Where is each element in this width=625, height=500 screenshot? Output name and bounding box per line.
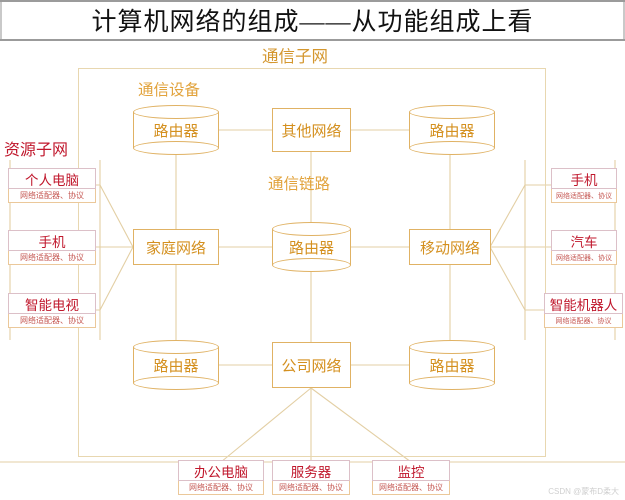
- cylinder-bottom: [409, 141, 495, 155]
- node-label: 路由器: [153, 358, 199, 375]
- host-mobile-phone-left[interactable]: 手机 网络适配器、协议: [8, 230, 96, 265]
- node-label: 路由器: [153, 123, 199, 140]
- node-router-top-left[interactable]: 路由器: [133, 105, 219, 155]
- node-router-top-right[interactable]: 路由器: [409, 105, 495, 155]
- host-name: 监控: [372, 460, 450, 481]
- cylinder-top: [409, 105, 495, 119]
- cylinder-bottom: [272, 258, 351, 272]
- title-frame-right-edge: [623, 2, 625, 39]
- node-home-network[interactable]: 家庭网络: [133, 229, 219, 265]
- cylinder-top: [409, 340, 495, 354]
- cylinder-bottom: [133, 376, 219, 390]
- host-sublabel: 网络适配器、协议: [544, 314, 623, 328]
- host-sublabel: 网络适配器、协议: [272, 481, 350, 495]
- node-other-network[interactable]: 其他网络: [272, 108, 351, 152]
- communication-link-label: 通信链路: [268, 176, 331, 193]
- node-router-bottom-left[interactable]: 路由器: [133, 340, 219, 390]
- host-sublabel: 网络适配器、协议: [178, 481, 264, 495]
- node-label: 路由器: [429, 358, 475, 375]
- node-label: 其他网络: [281, 123, 342, 140]
- node-label: 家庭网络: [145, 240, 206, 257]
- cylinder-top: [272, 222, 351, 236]
- host-server[interactable]: 服务器 网络适配器、协议: [272, 460, 350, 495]
- node-router-center[interactable]: 路由器: [272, 222, 351, 272]
- host-smart-tv[interactable]: 智能电视 网络适配器、协议: [8, 293, 96, 328]
- host-mobile-phone-right[interactable]: 手机 网络适配器、协议: [551, 168, 617, 203]
- node-label: 路由器: [429, 123, 475, 140]
- host-car[interactable]: 汽车 网络适配器、协议: [551, 230, 617, 265]
- cylinder-bottom: [133, 141, 219, 155]
- host-personal-computer[interactable]: 个人电脑 网络适配器、协议: [8, 168, 96, 203]
- node-label: 路由器: [288, 240, 334, 257]
- resource-subnet-label: 资源子网: [4, 142, 69, 159]
- node-router-bottom-right[interactable]: 路由器: [409, 340, 495, 390]
- host-name: 服务器: [272, 460, 350, 481]
- communication-device-label: 通信设备: [138, 82, 201, 99]
- page-title: 计算机网络的组成——从功能组成上看: [91, 8, 534, 36]
- host-smart-robot[interactable]: 智能机器人 网络适配器、协议: [544, 293, 623, 328]
- host-office-computer[interactable]: 办公电脑 网络适配器、协议: [178, 460, 264, 495]
- node-label: 公司网络: [281, 358, 342, 375]
- node-label: 移动网络: [419, 240, 480, 257]
- watermark: CSDN @蒙布D柔大: [548, 487, 619, 496]
- cylinder-top: [133, 105, 219, 119]
- title-frame-left-edge: [0, 2, 2, 39]
- host-name: 智能机器人: [544, 293, 623, 314]
- host-name: 办公电脑: [178, 460, 264, 481]
- host-sublabel: 网络适配器、协议: [551, 251, 617, 265]
- host-name: 手机: [8, 230, 96, 251]
- host-sublabel: 网络适配器、协议: [8, 189, 96, 203]
- cylinder-top: [133, 340, 219, 354]
- title-frame: [0, 0, 625, 41]
- communication-subnet-label: 通信子网: [262, 47, 328, 66]
- host-sublabel: 网络适配器、协议: [8, 314, 96, 328]
- host-sublabel: 网络适配器、协议: [551, 189, 617, 203]
- host-name: 个人电脑: [8, 168, 96, 189]
- host-name: 汽车: [551, 230, 617, 251]
- host-name: 智能电视: [8, 293, 96, 314]
- host-name: 手机: [551, 168, 617, 189]
- host-sublabel: 网络适配器、协议: [8, 251, 96, 265]
- cylinder-bottom: [409, 376, 495, 390]
- node-company-network[interactable]: 公司网络: [272, 342, 351, 388]
- host-sublabel: 网络适配器、协议: [372, 481, 450, 495]
- host-surveillance[interactable]: 监控 网络适配器、协议: [372, 460, 450, 495]
- node-mobile-network[interactable]: 移动网络: [409, 229, 491, 265]
